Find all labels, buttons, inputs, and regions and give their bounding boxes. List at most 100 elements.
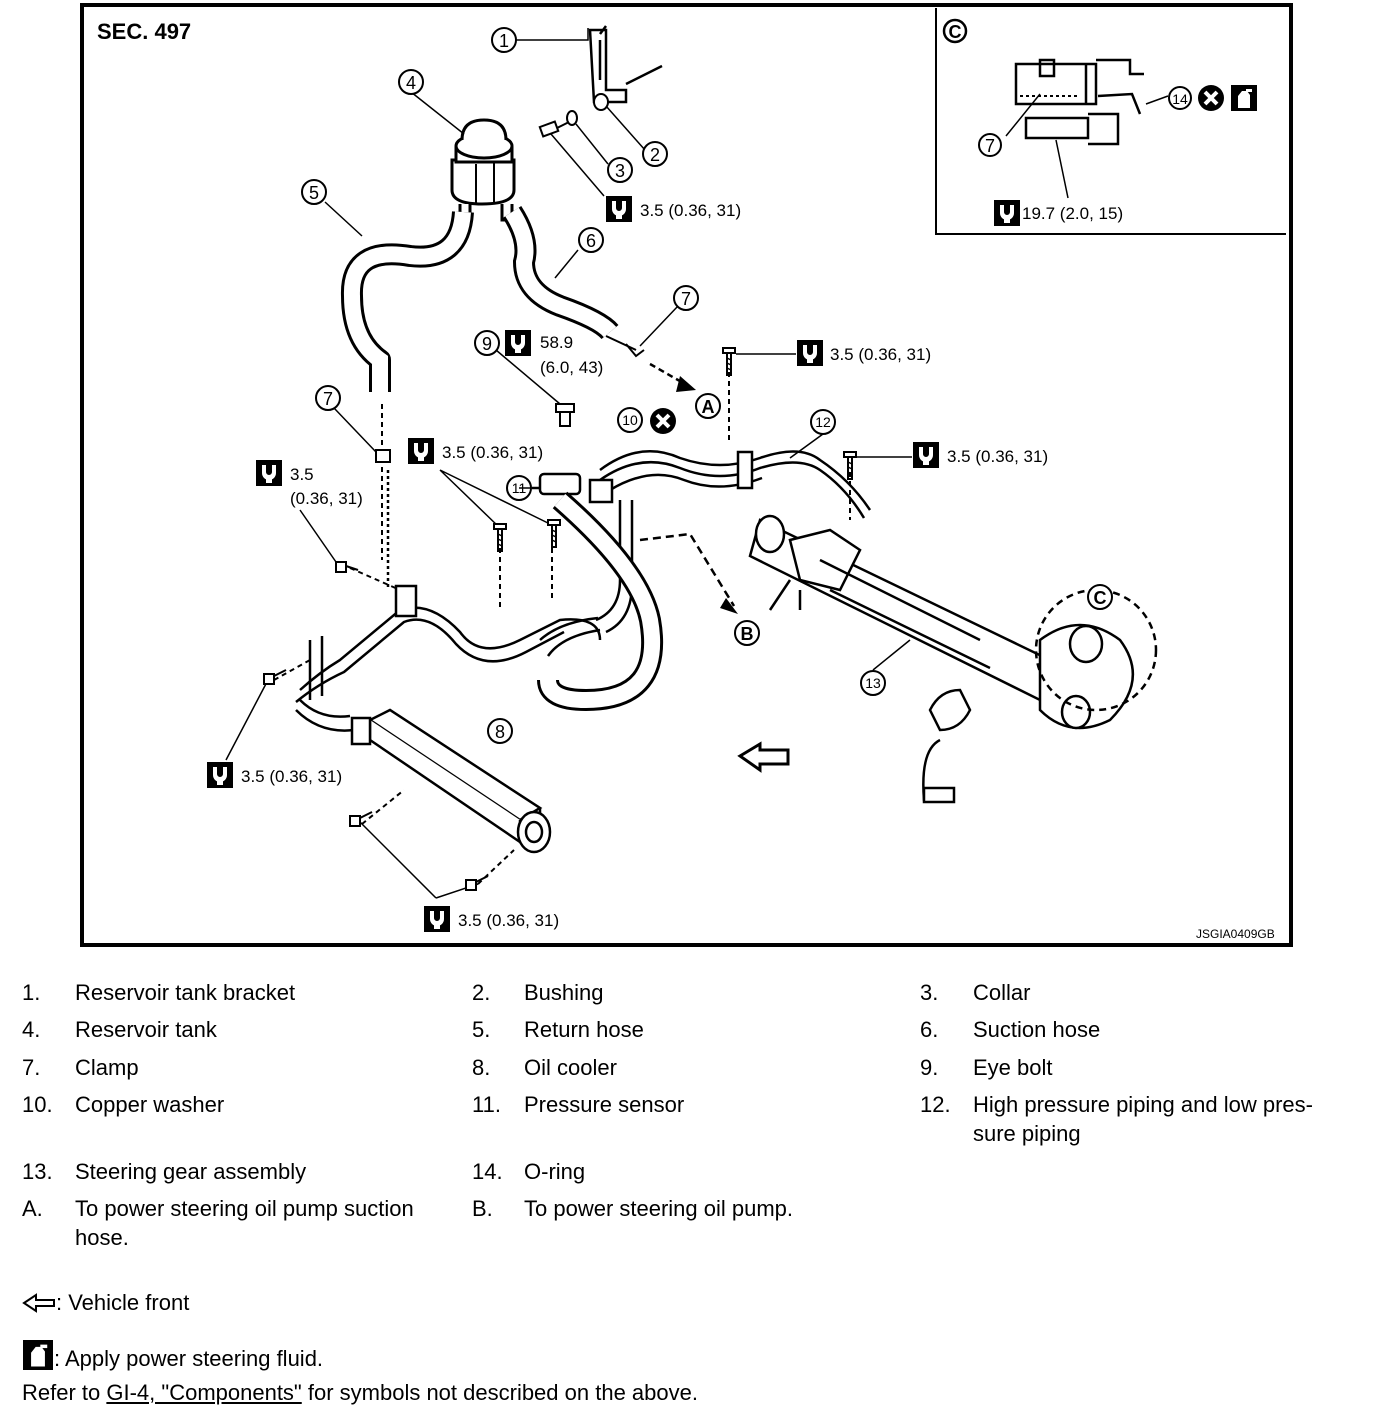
section-label: SEC. 497 [97,19,191,44]
torque-icon [207,762,233,788]
callout-2: 2 [650,145,660,165]
legend-number: 12. [920,1092,951,1117]
torque-icon [606,196,632,222]
vehicle-front-note: : Vehicle front [22,1290,189,1316]
inset-callout-7: 7 [985,136,995,156]
bushing-collar-bolt [538,93,609,138]
bolt [722,347,736,376]
vehicle-front-icon [22,1293,55,1313]
legend-text: Clamp [75,1055,139,1080]
ref-c-label: C [1094,588,1107,608]
torque-icon [797,340,823,366]
callout-1: 1 [499,31,509,51]
callout-7: 7 [681,289,691,309]
legend-text: Steering gear assembly [75,1159,307,1184]
ref-a-label: A [702,397,715,417]
callout-6: 6 [586,231,596,251]
torque-top-bolt: 3.5 (0.36, 31) [830,345,931,364]
legend-text: High pressure piping and low pres- [973,1092,1313,1117]
legend-text-continued: hose. [75,1225,129,1250]
torque-eye-bolt-line1: 58.9 [540,333,573,352]
legend-text: Eye bolt [973,1055,1053,1080]
callout-10: 10 [622,412,638,428]
legend-text: Bushing [524,980,604,1005]
callout-5: 5 [309,183,319,203]
oil-cooler [350,708,552,854]
legend-number: 11. [472,1092,501,1117]
reservoir-tank [450,118,516,222]
torque-icon [913,442,939,468]
ref-b-label: B [741,624,754,644]
fluid-icon [23,1340,53,1370]
legend-number: 5. [472,1017,491,1042]
reservoir-tank-bracket [588,25,663,104]
torque-left-line1: 3.5 [290,465,314,484]
callout-4: 4 [406,73,416,93]
torque-icon [505,330,531,356]
torque-eye-bolt-line2: (6.0, 43) [540,358,603,377]
legend-number: 3. [920,980,939,1005]
callout-12: 12 [815,414,831,430]
callout-3: 3 [615,161,625,181]
legend-number: 10. [22,1092,53,1117]
legend-text: Oil cooler [524,1055,617,1080]
torque-mid-bolts: 3.5 (0.36, 31) [442,443,543,462]
legend-number: 8. [472,1055,491,1080]
legend-number: 7. [22,1055,41,1080]
legend-text: Reservoir tank bracket [75,980,296,1005]
components-link[interactable]: GI-4, "Components" [106,1380,302,1405]
legend-number: 1. [22,980,41,1005]
legend-text-continued: sure piping [973,1121,1081,1146]
legend-text: To power steering oil pump suction [75,1196,414,1221]
refer-prefix: Refer to [22,1380,107,1405]
refer-suffix: for symbols not described on the above. [301,1380,698,1405]
inset-torque: 19.7 (2.0, 15) [1022,204,1123,223]
bolt [493,523,507,552]
pressure-sensor [532,472,614,504]
legend-number: B. [472,1196,493,1221]
torque-icon [994,200,1020,226]
legend-number: 9. [920,1055,939,1080]
cooler-lines [295,584,602,732]
legend-number: 13. [22,1159,53,1184]
torque-icon [424,906,450,932]
noreuse-icon [1196,83,1226,113]
legend-text: Reservoir tank [75,1017,217,1042]
callout-9: 9 [482,334,492,354]
torque-right-bolt: 3.5 (0.36, 31) [947,447,1048,466]
bolt [547,519,561,548]
torque-left-line2: (0.36, 31) [290,489,363,508]
legend-text: Pressure sensor [524,1092,685,1117]
inset-c-label: C [949,22,962,42]
legend-number: 6. [920,1017,939,1042]
torque-cooler-bottom: 3.5 (0.36, 31) [458,911,559,930]
vehicle-front-text: : Vehicle front [56,1290,190,1315]
noreuse-icon [648,406,678,436]
inset-c-panel: C 7 14 19.7 (2.0, 15) [935,8,1286,235]
parts-diagram: SEC. 497 JSGIA0409GB C 7 14 19.7 (2.0, 1… [80,3,1293,947]
torque-icon [408,438,434,464]
apply-fluid-note: : Apply power steering fluid. [22,1340,323,1372]
apply-fluid-text: : Apply power steering fluid. [54,1346,324,1371]
eye-bolt [555,403,575,427]
fluid-icon [1231,85,1257,111]
steering-gear-assembly [748,514,1135,804]
legend-text: Suction hose [973,1017,1101,1042]
legend-text: Return hose [524,1017,644,1042]
callout-7b: 7 [323,389,333,409]
legend-number: 4. [22,1017,41,1042]
legend-text: To power steering oil pump. [524,1196,794,1221]
legend-number: 14. [472,1159,503,1184]
legend-text: Collar [973,980,1031,1005]
callout-8: 8 [495,722,505,742]
refer-note: Refer to GI-4, "Components" for symbols … [22,1380,698,1406]
inset-callout-14: 14 [1172,91,1188,107]
torque-bracket-bolt: 3.5 (0.36, 31) [640,201,741,220]
legend-text: O-ring [524,1159,586,1184]
legend-number: A. [22,1196,43,1221]
image-code: JSGIA0409GB [1196,927,1275,941]
callout-13: 13 [865,675,881,691]
vehicle-front-arrow [737,741,790,773]
bolt [263,561,489,891]
diagram-frame [80,3,1293,947]
